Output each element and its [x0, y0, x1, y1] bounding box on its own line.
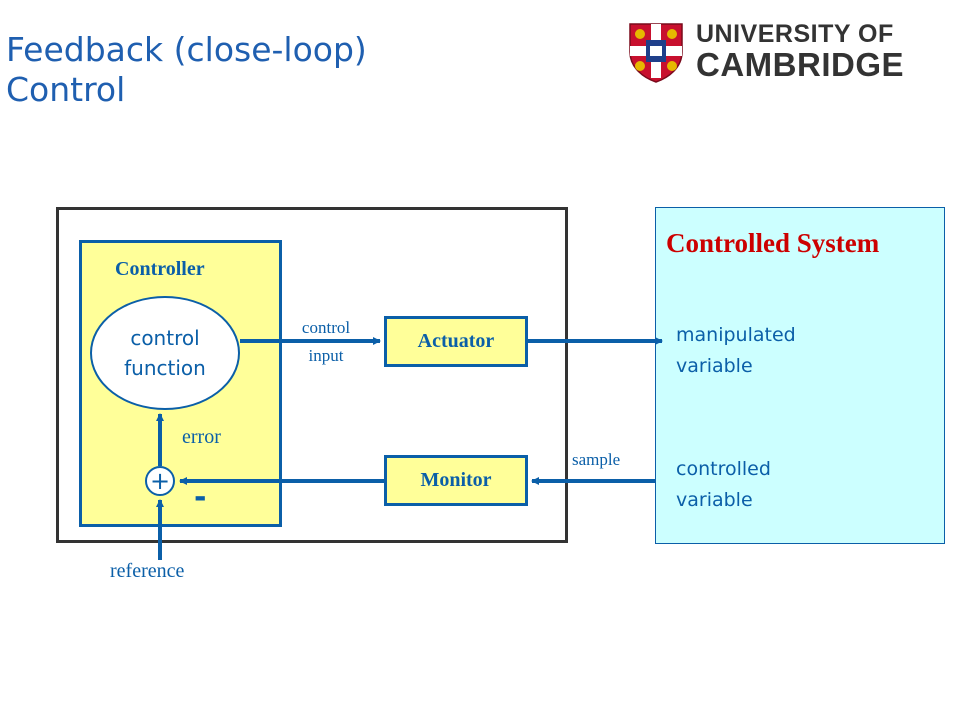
logo-line2: CAMBRIDGE	[696, 46, 904, 83]
controller-label: Controller	[115, 258, 205, 280]
reference-label: reference	[110, 560, 185, 582]
slide-title-line2: Control	[6, 70, 126, 109]
summing-junction: +	[145, 466, 175, 496]
plus-symbol: +	[149, 467, 171, 495]
control-input-line1: control	[301, 318, 351, 337]
manipulated-line1: manipulated	[676, 324, 796, 346]
control-input-label: control input	[288, 314, 364, 370]
slide-title: Feedback (close-loop) Control	[6, 30, 367, 110]
controlled-line2: variable	[676, 489, 753, 511]
monitor-box: Monitor	[384, 455, 528, 506]
logo-line1: UNIVERSITY OF	[696, 20, 894, 48]
control-function-line1: control	[130, 326, 200, 350]
university-logo: UNIVERSITY OF CAMBRIDGE	[628, 20, 928, 86]
logo-wordmark: UNIVERSITY OF CAMBRIDGE	[696, 20, 904, 82]
controlled-line1: controlled	[676, 458, 771, 480]
error-label: error	[182, 426, 221, 448]
cambridge-shield-icon	[629, 23, 683, 83]
controlled-system-box	[655, 207, 945, 544]
minus-symbol: -	[194, 480, 207, 515]
manipulated-line2: variable	[676, 355, 753, 377]
actuator-box: Actuator	[384, 316, 528, 367]
controlled-variable-label: controlled variable	[676, 454, 771, 516]
control-function-node: control function	[90, 296, 240, 410]
slide-title-line1: Feedback (close-loop)	[6, 30, 367, 69]
controlled-system-title: Controlled System	[666, 228, 880, 258]
control-function-line2: function	[124, 356, 206, 380]
sample-label: sample	[572, 450, 621, 469]
manipulated-variable-label: manipulated variable	[676, 320, 796, 382]
control-input-line2: input	[308, 346, 344, 365]
